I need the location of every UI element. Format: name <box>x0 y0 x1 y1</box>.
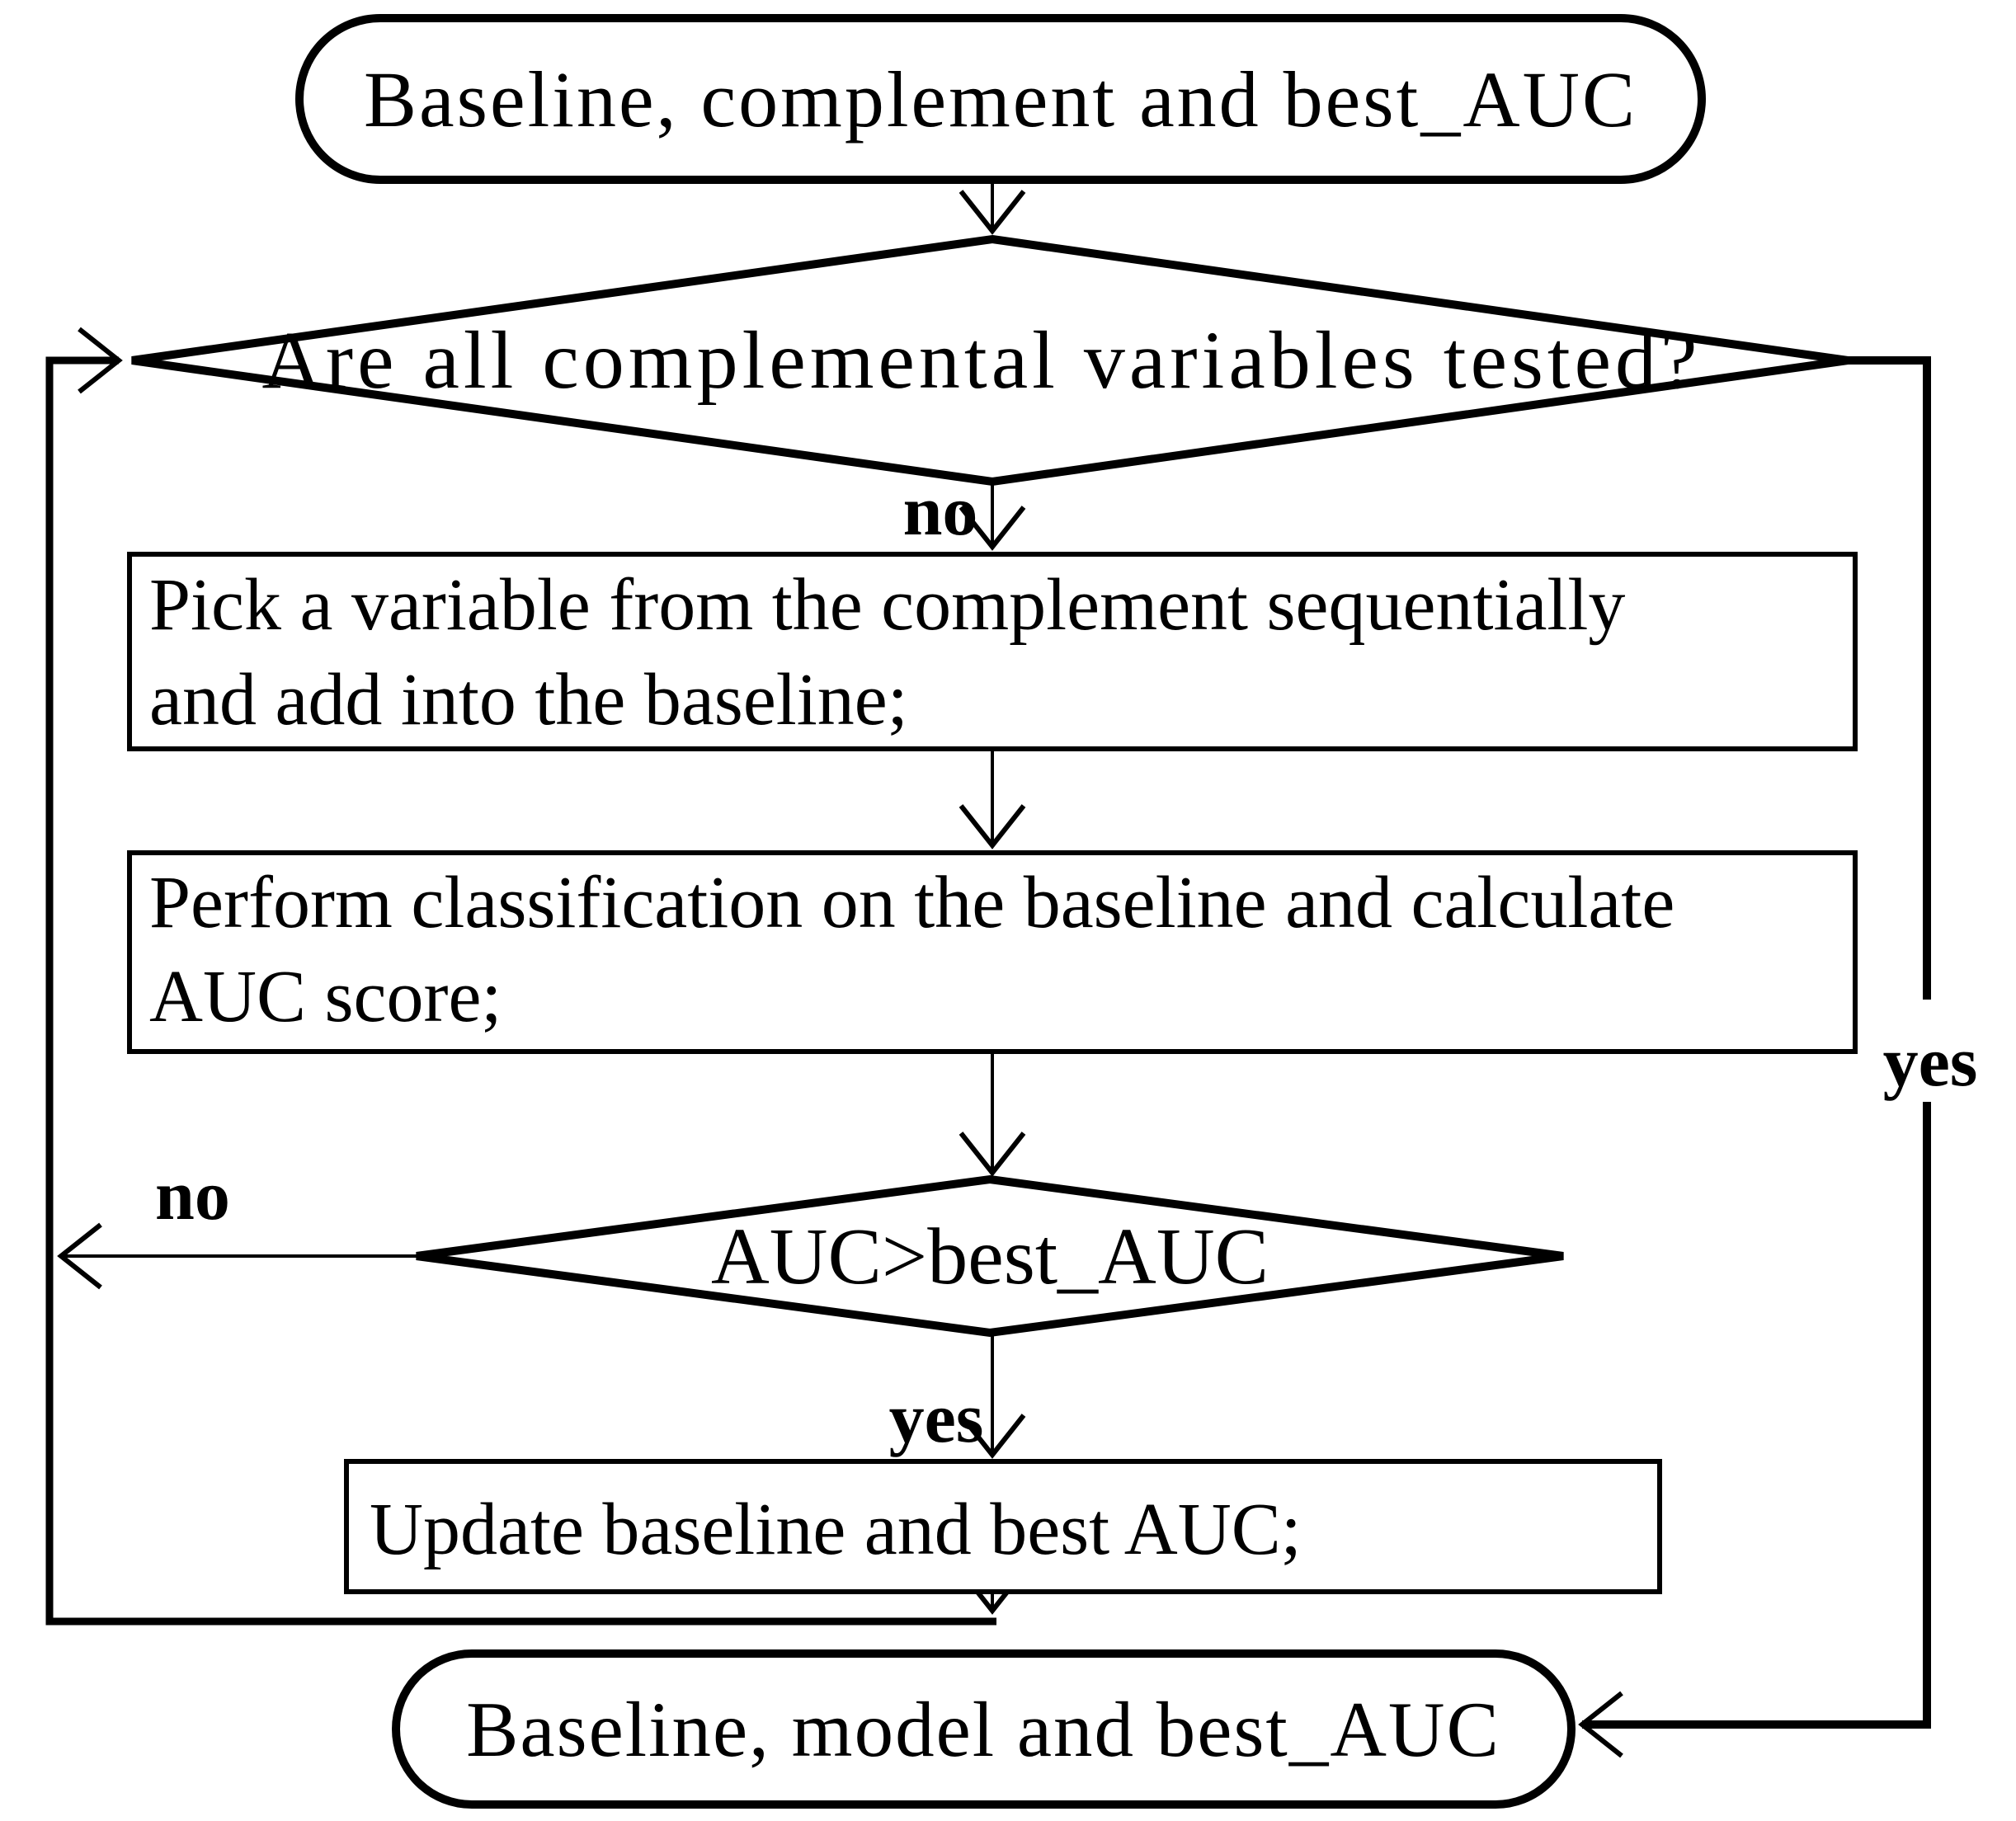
end-terminator-label: Baseline, model and best_AUC <box>466 1686 1500 1773</box>
connector-loop-back <box>45 327 996 1626</box>
edge-label-yes-decision1-backdrop <box>1894 1000 1963 1102</box>
process-pick-variable-line2: and add into the baseline; <box>149 659 908 741</box>
process-update-label: Update baseline and best AUC; <box>370 1489 1302 1570</box>
edge-label-yes-decision1: yes <box>1883 1022 1978 1101</box>
decision-all-tested-label: Are all complemental variables tested? <box>262 314 1702 406</box>
start-terminator <box>295 14 1706 184</box>
edge-label-yes-decision2: yes <box>889 1378 984 1457</box>
process-pick-variable-box <box>127 552 1858 751</box>
process-update-box <box>344 1459 1662 1594</box>
decision-all-tested-diamond <box>131 234 1849 487</box>
decision-auc-label: AUC>best_AUC <box>711 1212 1269 1301</box>
process-perform-classification-line2: AUC score; <box>149 956 502 1038</box>
edge-label-no-decision1: no <box>903 471 978 550</box>
process-perform-classification-line1: Perform classification on the baseline a… <box>149 862 1675 943</box>
process-pick-variable-line1: Pick a variable from the complement sequ… <box>149 564 1625 646</box>
process-perform-classification-box <box>127 850 1858 1054</box>
start-terminator-label: Baseline, complement and best_AUC <box>364 55 1637 144</box>
end-terminator <box>392 1649 1576 1809</box>
decision-auc-diamond <box>416 1174 1564 1338</box>
edge-label-no-decision2: no <box>155 1155 230 1235</box>
